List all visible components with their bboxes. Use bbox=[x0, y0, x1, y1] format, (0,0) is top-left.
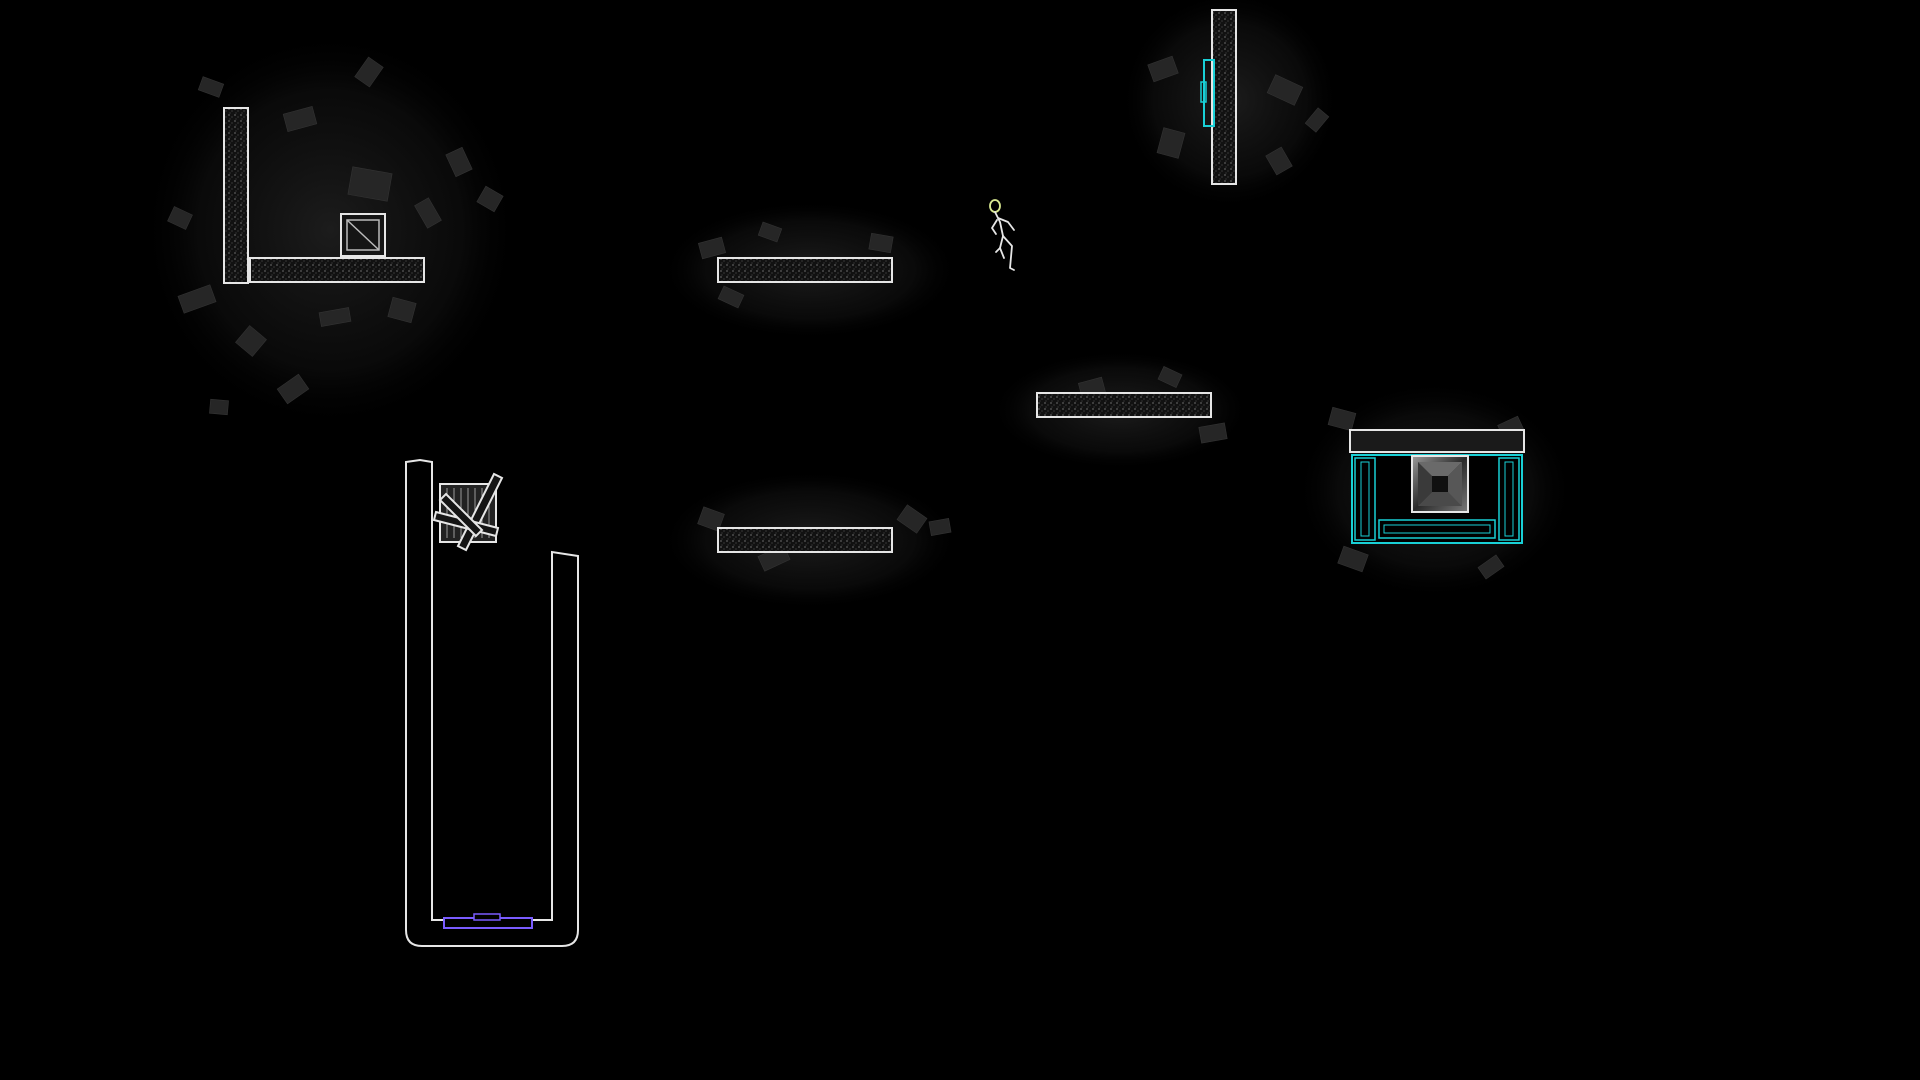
l-shaped-platform bbox=[223, 107, 425, 284]
runner-icon bbox=[989, 199, 1015, 271]
pressure-plate-icon[interactable] bbox=[443, 913, 533, 929]
crate-icon[interactable] bbox=[340, 213, 386, 257]
vertical-pillar bbox=[1200, 9, 1237, 185]
wall-switch-icon[interactable] bbox=[1200, 59, 1215, 127]
exit-core bbox=[1411, 455, 1469, 513]
floating-platform-bottom bbox=[717, 527, 893, 553]
exit-door-icon[interactable] bbox=[1349, 429, 1525, 544]
broken-crate-icon[interactable] bbox=[432, 472, 504, 552]
floating-platform-top bbox=[717, 257, 893, 283]
floating-platform-middle bbox=[1036, 392, 1212, 418]
u-shaped-pit bbox=[405, 458, 579, 947]
